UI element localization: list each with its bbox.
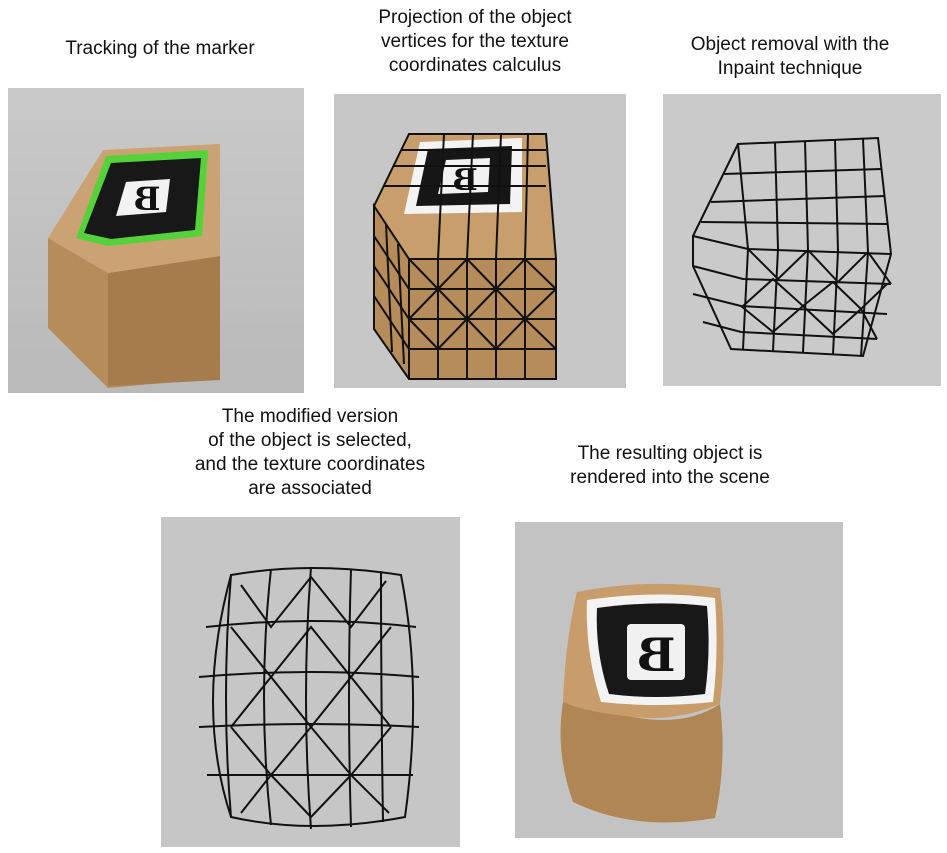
- marker-inner: [627, 624, 685, 680]
- box-right-face: [108, 256, 220, 386]
- caption-removal: Object removal with the Inpaint techniqu…: [690, 34, 890, 79]
- marker-letter: B: [133, 180, 160, 218]
- caption-projection: Projection of the object vertices for th…: [378, 7, 572, 76]
- marker-letter: B: [452, 163, 477, 198]
- photo-panel-modified: [161, 517, 460, 847]
- photo-panel-result: B: [515, 522, 843, 838]
- wireframe-grid: [692, 136, 893, 358]
- caption-result: The resulting object is rendered into th…: [570, 443, 770, 488]
- caption-modified: The modified version of the object is se…: [194, 406, 426, 499]
- box-front-face: [560, 685, 723, 823]
- modified-image: [161, 517, 460, 847]
- box-front-face: [374, 206, 556, 379]
- marker-letter: B: [637, 628, 676, 682]
- tracking-image: B: [8, 88, 304, 393]
- photo-panel-tracking: B: [8, 88, 304, 393]
- marker-white: [116, 179, 170, 216]
- photo-panel-projection: B: [334, 94, 626, 388]
- result-image: B: [515, 522, 843, 838]
- projection-image: B: [334, 94, 626, 388]
- wireframe-grid: [198, 566, 420, 830]
- wireframe-grid: [373, 133, 557, 380]
- photo-panel-removal: [663, 94, 941, 386]
- removal-image: [663, 94, 941, 386]
- caption-tracking: Tracking of the marker: [65, 38, 255, 59]
